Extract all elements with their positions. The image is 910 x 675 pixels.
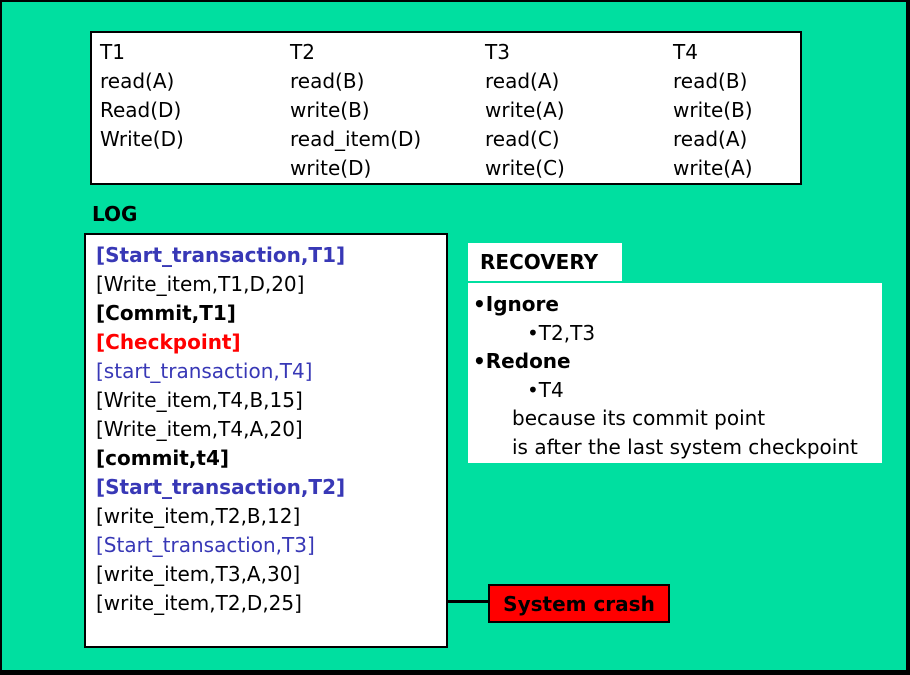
- recovery-item: •T4: [527, 377, 564, 402]
- recovery-item: because its commit point: [512, 406, 766, 430]
- transaction-column-t2: T2 read(B) write(B) read_item(D) write(D): [290, 38, 421, 183]
- system-crash-box: System crash: [488, 584, 670, 623]
- transaction-operation: read(B): [290, 69, 365, 93]
- transaction-header: T2: [290, 40, 315, 64]
- transaction-operation: read(C): [485, 127, 560, 151]
- transaction-header: T1: [100, 40, 125, 64]
- recovery-title: RECOVERY: [480, 250, 599, 274]
- transaction-operation: Read(D): [100, 98, 182, 122]
- transaction-header: T3: [485, 40, 510, 64]
- transaction-operation: read(A): [100, 69, 175, 93]
- log-label: LOG: [92, 202, 138, 226]
- transaction-operation: read(B): [673, 69, 748, 93]
- recovery-item: •Ignore: [473, 292, 559, 316]
- log-entry: [write_item,T2,D,25]: [96, 591, 302, 615]
- transaction-operation: write(B): [673, 98, 753, 122]
- log-box: [Start_transaction,T1] [Write_item,T1,D,2…: [84, 233, 448, 648]
- transaction-operation: write(A): [673, 156, 753, 180]
- transaction-operation: write(D): [290, 156, 372, 180]
- log-entry: [Start_transaction,T3]: [96, 533, 315, 557]
- transaction-operation: read(A): [485, 69, 560, 93]
- log-entry: [Checkpoint]: [96, 330, 241, 354]
- crash-connector-line: [446, 600, 490, 603]
- log-entry: [Write_item,T1,D,20]: [96, 272, 305, 296]
- transaction-operation: read(A): [673, 127, 748, 151]
- transaction-column-t1: T1 read(A) Read(D) Write(D): [100, 38, 184, 154]
- recovery-title-box: RECOVERY: [468, 243, 622, 281]
- recovery-body: •Ignore •T2,T3 •Redone •T4 because its commi…: [468, 283, 882, 463]
- log-entry: [start_transaction,T4]: [96, 359, 313, 383]
- transaction-operation: read_item(D): [290, 127, 422, 151]
- transaction-column-t4: T4 read(B) write(B) read(A) write(A): [673, 38, 753, 183]
- system-crash-label: System crash: [503, 591, 655, 616]
- recovery-item: •T2,T3: [527, 320, 596, 345]
- transaction-column-t3: T3 read(A) write(A) read(C) write(C): [485, 38, 565, 183]
- log-entry: [Start_transaction,T1]: [96, 243, 346, 267]
- transaction-operation: Write(D): [100, 127, 184, 151]
- transaction-header: T4: [673, 40, 698, 64]
- transactions-box: T1 read(A) Read(D) Write(D) T2 read(B) write(B…: [90, 31, 802, 185]
- log-entry: [Write_item,T4,A,20]: [96, 417, 303, 441]
- recovery-item: is after the last system checkpoint: [512, 434, 858, 459]
- log-entry: [write_item,T3,A,30]: [96, 562, 301, 586]
- log-entry: [write_item,T2,B,12]: [96, 504, 301, 528]
- log-entry: [Commit,T1]: [96, 301, 236, 325]
- transaction-operation: write(A): [485, 98, 565, 122]
- log-entry: [Start_transaction,T2]: [96, 475, 346, 499]
- transaction-operation: write(C): [485, 156, 565, 180]
- log-entry: [Write_item,T4,B,15]: [96, 388, 303, 412]
- log-entry: [commit,t4]: [96, 446, 230, 470]
- transaction-operation: write(B): [290, 98, 370, 122]
- recovery-item: •Redone: [473, 349, 571, 373]
